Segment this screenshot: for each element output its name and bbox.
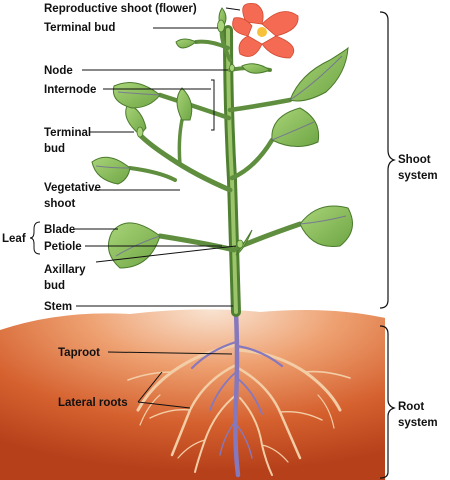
taproot-drawing <box>190 309 284 478</box>
buds-drawing <box>136 19 244 249</box>
label-taproot: Taproot <box>58 347 100 359</box>
stem-drawing <box>128 25 303 317</box>
label-leaf: Leaf <box>2 233 26 245</box>
flower-drawing <box>232 3 299 59</box>
labels: Reproductive shoot (flower) Terminal bud… <box>2 3 438 429</box>
label-terminal-bud-side-line2: bud <box>44 143 65 155</box>
label-terminal-bud-top: Terminal bud <box>44 22 115 34</box>
label-shoot-system-line2: system <box>398 170 438 182</box>
label-node: Node <box>44 65 73 77</box>
label-stem: Stem <box>44 301 72 313</box>
label-axillary-bud-line1: Axillary <box>44 264 86 276</box>
leaves-drawing <box>91 7 353 269</box>
leaf-veins <box>95 55 347 257</box>
label-terminal-bud-side-line1: Terminal <box>44 127 91 139</box>
label-root-system-line2: system <box>398 417 438 429</box>
label-axillary-bud-line2: bud <box>44 280 65 292</box>
label-petiole: Petiole <box>44 241 82 253</box>
soil <box>0 309 385 480</box>
system-brackets <box>379 11 396 479</box>
label-reproductive-shoot: Reproductive shoot (flower) <box>44 3 197 15</box>
label-lateral-roots: Lateral roots <box>58 397 128 409</box>
label-blade: Blade <box>44 224 75 236</box>
label-shoot-system-line1: Shoot <box>398 154 431 166</box>
label-root-system-line1: Root <box>398 401 424 413</box>
label-internode: Internode <box>44 84 96 96</box>
label-vegetative-shoot-line2: shoot <box>44 198 75 210</box>
label-vegetative-shoot-line1: Vegetative <box>44 182 101 194</box>
leader-lines <box>29 7 241 409</box>
